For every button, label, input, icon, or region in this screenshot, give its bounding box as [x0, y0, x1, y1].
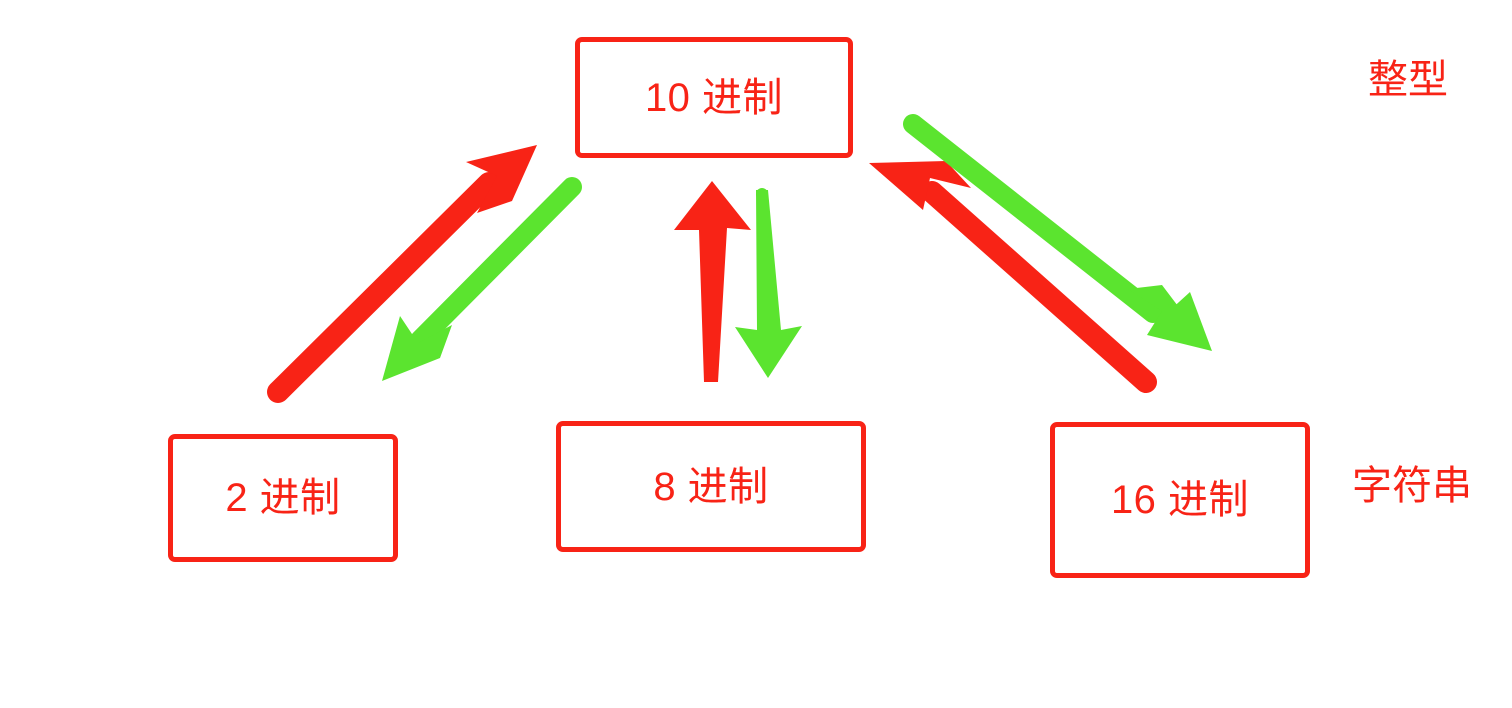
edge-dec-to-bin: [382, 177, 582, 381]
node-octal-label: 8 进制: [653, 464, 769, 509]
string-type-label: 字符串: [1352, 464, 1472, 508]
node-binary[interactable]: 2 进制: [168, 434, 398, 562]
edge-hex-to-dec: [869, 161, 1157, 393]
edge-oct-to-dec: [674, 181, 751, 382]
edge-dec-to-hex: [903, 114, 1212, 351]
edge-bin-to-dec: [267, 145, 537, 403]
node-octal[interactable]: 8 进制: [556, 421, 866, 552]
node-decimal[interactable]: 10 进制: [575, 37, 853, 158]
node-binary-label: 2 进制: [225, 476, 341, 520]
integer-type-label: 整型: [1368, 58, 1448, 102]
node-hexadecimal-label: 16 进制: [1110, 478, 1250, 522]
node-hexadecimal[interactable]: 16 进制: [1050, 422, 1310, 578]
node-decimal-label: 10 进制: [644, 75, 784, 120]
edge-dec-to-oct: [735, 188, 802, 378]
